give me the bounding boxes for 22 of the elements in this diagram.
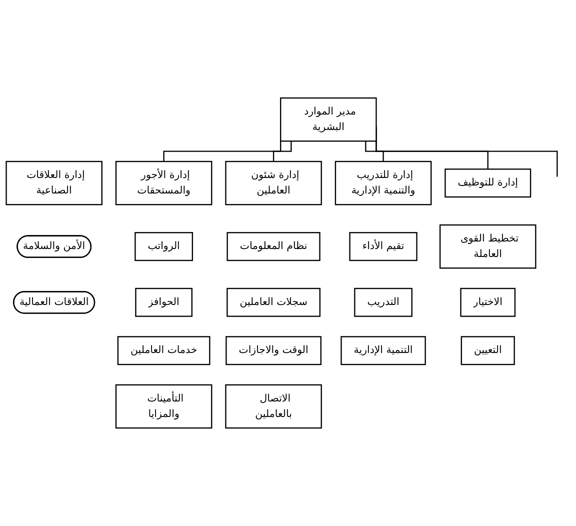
node-box: التدريب	[354, 288, 412, 317]
node-box: إدارة للتوظيف	[444, 168, 532, 198]
node-box: مدير الموارد البشرية	[280, 97, 377, 142]
node-box: سجلات العاملين	[226, 288, 320, 317]
node-box: إدارة للتدريب والتنمية الإدارية	[334, 160, 432, 206]
connector	[365, 141, 384, 162]
node-box: التأمينات والمزايا	[115, 384, 212, 429]
node-box: التعيين	[460, 336, 515, 366]
node-box: إدارة العلاقات الصناعية	[6, 160, 102, 206]
node-box: تقيم الأداء	[349, 232, 418, 262]
node-box: الوقت والاجازات	[226, 336, 322, 366]
node-box: الحوافز	[135, 288, 192, 317]
node-box: التنمية الإدارية	[340, 336, 426, 366]
node-box: الاختيار	[460, 288, 516, 317]
node-box: إدارة الأجور والمستحقات	[115, 160, 212, 206]
node-box: إدارة شئون العاملين	[225, 160, 322, 206]
node-box: الاتصال بالعاملين	[225, 384, 322, 429]
node-box: نظام المعلومات	[226, 232, 320, 262]
node-box: خدمات العاملين	[117, 336, 210, 366]
node-box: تخطيط القوى العاملة	[439, 224, 536, 269]
node-box: الرواتب	[134, 232, 194, 262]
connector	[272, 141, 292, 162]
